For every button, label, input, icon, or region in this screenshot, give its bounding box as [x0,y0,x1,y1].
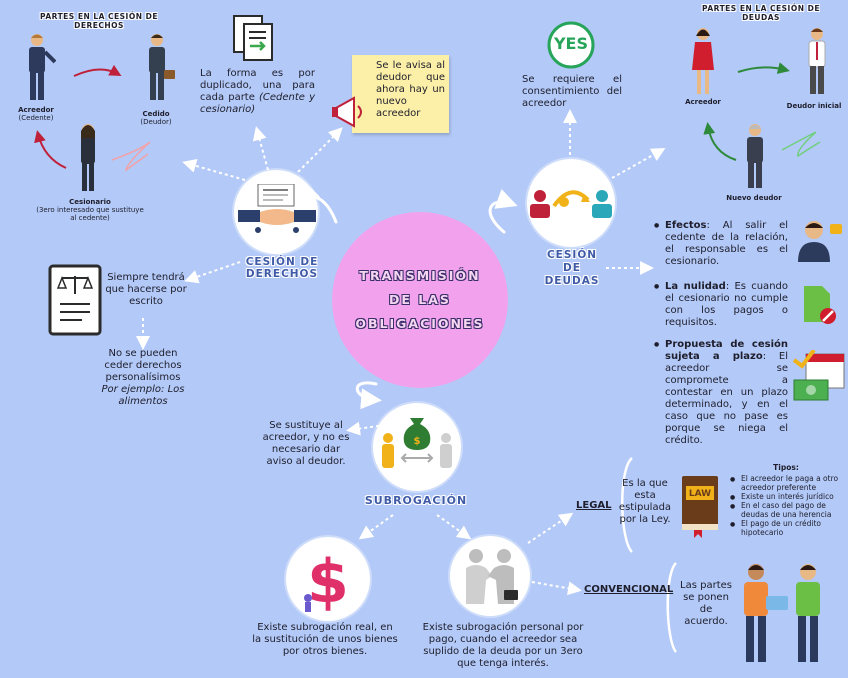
legal-text: Es la que esta estipulada por la Ley. [618,478,672,525]
money-bag-exchange-icon: $ [382,418,452,468]
law-book-icon [682,476,718,538]
svg-text:$: $ [307,547,349,612]
connector-personal-convencional [531,581,582,596]
handshake-icon [238,184,316,233]
cesion-deudas-heading: CESIÓN DE DEUDAS [544,249,600,288]
subrogacion-personal-text: Existe subrogación personal por pago, cu… [422,622,584,669]
cesionario-person-icon [81,124,95,191]
cesion-derechos-heading: CESIÓN DE DERECHOS [245,256,319,281]
partes-deudas-title: PARTES EN LA CESIÓN DE DEUDAS [702,4,820,22]
tipo-item: En el caso del pago de deudas de una her… [730,501,846,519]
connector-deudas-partes [611,148,666,179]
deudor-inicial-label: Deudor inicial [786,102,842,110]
rejected-document-icon [804,286,836,324]
consentimiento-text: Se requiere el consentimiento del acreed… [522,74,622,109]
transfer-people-icon [530,190,612,218]
contract-scale-icon [48,264,102,336]
connector-derechos-partes [182,159,246,181]
acreedor-to-cedido-arrow [73,64,122,77]
connector-derechos-aviso [297,127,343,173]
acreedor-person-icon [29,34,56,100]
escrito-text: Siempre tendrá que hacerse por escrito [105,272,187,307]
aviso-sticky-note: Se le avisa al deudor que ahora hay un n… [352,55,449,133]
yes-circle-icon [547,21,595,69]
cedido-person-icon [149,34,175,100]
law-book-label: LAW [688,489,712,499]
connector-personal-legal [527,512,574,544]
tipos-list: El acreedor le paga a otro acreedor pref… [730,474,846,537]
cesionario-to-acreedor-arrow [34,130,67,169]
center-title: TRANSMISIÓN DE LAS OBLIGACIONES [355,268,485,331]
subrogacion-real-text: Existe subrogación real, en la sustituci… [252,622,398,657]
squiggle-decoration [111,141,151,172]
derechos-relationship-arrows [34,64,151,172]
sustituye-text: Se sustituye al acreedor, y no es necesa… [262,420,350,467]
duplicado-text: La forma es por duplicado, una para cada… [200,68,315,115]
deudor-inicial-icon [808,28,826,94]
yes-label: YES [553,34,589,53]
personalisimos-text: No se pueden ceder derechos personalísim… [101,348,185,407]
propuesta-item: Propuesta de cesión sujeta a plazo: El a… [654,339,788,447]
tipo-item: Existe un interés jurídico [730,492,846,504]
businessman-icon [798,221,842,262]
center-circle: TRANSMISIÓN DE LAS OBLIGACIONES [332,212,508,388]
megaphone-icon [332,96,362,128]
document-copy-icon [233,15,273,61]
connector-subrogacion-real [358,514,394,540]
acreedor-label: Acreedor (Cedente) [18,106,54,123]
people-handshake-icon [466,549,518,604]
deudas-relationship-arrows [703,62,821,161]
calendar-money-icon [792,350,845,401]
curl-arrow-deudas [488,189,518,234]
cesionario-label: Cesionario (3ero interesado que sustituy… [36,198,144,223]
convencional-label: CONVENCIONAL [584,584,674,595]
subrogacion-real-circle [286,537,370,621]
tipo-item: El pago de un crédito hipotecario [730,519,846,537]
nuevo-deudor-icon [747,124,763,188]
bracket-legal [621,457,634,553]
connector-subrogacion-personal [436,514,472,540]
connector-derechos-duplicado [252,126,269,171]
nulidad-item: La nulidad: Es cuando el cesionario no c… [654,281,788,329]
two-people-icon [744,564,820,662]
efectos-item: Efectos: Al salir el cedente de la relac… [654,220,788,268]
convencional-text: Las partes se ponen de acuerdo. [680,580,732,627]
svg-text:$: $ [414,436,421,447]
connector-derechos-escrito [184,261,241,284]
dollar-sign-icon: $ [304,547,349,612]
tipo-item: El acreedor le paga a otro acreedor pref… [730,474,846,492]
tipos-title: Tipos: [773,463,799,472]
cedido-label: Cedido (Deudor) [140,110,172,127]
curl-arrow-subrogacion [355,381,382,410]
acreedor-woman-icon [692,28,714,94]
partes-derechos-title: PARTES EN LA CESIÓN DE DERECHOS [40,12,158,30]
deudas-acreedor-label: Acreedor [685,98,721,106]
subrogacion-heading: SUBROGACIÓN [364,494,468,507]
cesion-deudas-circle [527,159,615,247]
deudas-list: Efectos: Al salir el cedente de la relac… [654,220,788,447]
bracket-convencional [666,562,678,653]
legal-label: LEGAL [576,500,612,511]
nuevo-deudor-label: Nuevo deudor [726,194,782,202]
